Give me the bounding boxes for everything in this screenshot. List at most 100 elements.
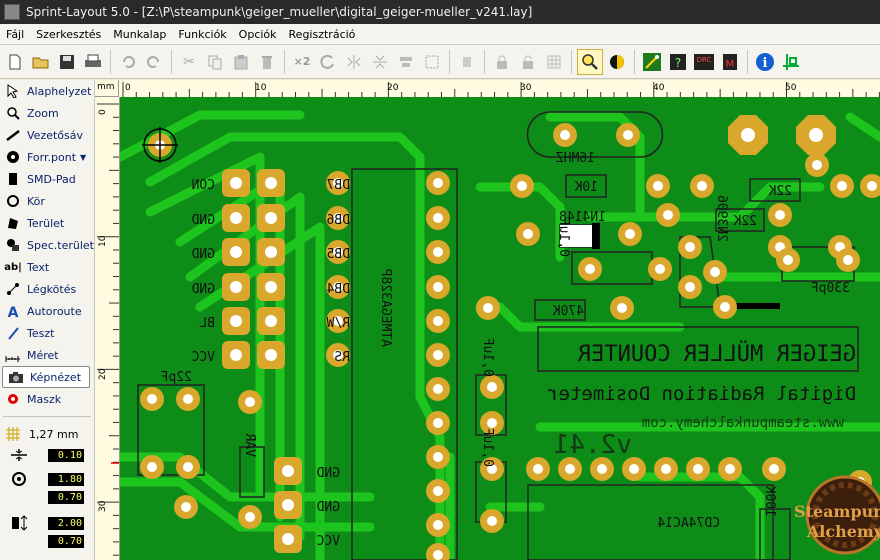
help-button[interactable]: ? <box>666 50 690 74</box>
ruler-unit: mm <box>95 80 119 97</box>
smd-height-field[interactable]: 0.70 <box>48 534 84 548</box>
toolbar-separator <box>449 49 450 74</box>
tool-pad[interactable]: Forr.pont ▼ <box>0 146 94 168</box>
menu-sheet[interactable]: Munkalap <box>113 27 167 41</box>
label-gnd-lower: GND <box>316 500 340 515</box>
pad-outer-field[interactable]: 1.80 <box>48 472 84 486</box>
steampunk-alchemy-logo: Steampunk Alchemy <box>794 475 880 555</box>
zone-icon <box>8 218 18 229</box>
unlock-button[interactable] <box>516 50 540 74</box>
delete-button[interactable] <box>255 50 279 74</box>
grid-toggle-button[interactable] <box>542 50 566 74</box>
macro-button[interactable]: M <box>718 50 742 74</box>
align-button[interactable] <box>394 50 418 74</box>
tool-mask[interactable]: Maszk <box>0 388 94 410</box>
cut-button[interactable]: ✂ <box>177 50 201 74</box>
menu-registration[interactable]: Regisztráció <box>288 27 356 41</box>
track-width-field[interactable]: 0.10 <box>48 448 84 462</box>
info-button[interactable]: i <box>753 50 777 74</box>
new-file-button[interactable] <box>3 50 27 74</box>
layer-view-icon <box>610 54 624 69</box>
smd-width-field[interactable]: 2.00 <box>48 516 84 530</box>
solder-pads <box>140 115 880 560</box>
redo-button[interactable] <box>142 50 166 74</box>
layer-view-button[interactable] <box>605 50 629 74</box>
board-version: v2.41 <box>554 430 632 460</box>
save-button[interactable] <box>55 50 79 74</box>
pcb-canvas[interactable]: CON GND GND GND BL VCC DB7 DB6 DB5 DB4 R… <box>120 97 880 560</box>
tool-autoroute[interactable]: A Autoroute <box>0 300 94 322</box>
scissors-icon: ✂ <box>183 53 195 70</box>
diode-band <box>592 223 600 249</box>
tool-measure-label: Méret <box>27 348 59 362</box>
grid-setting[interactable]: 1,27 mm <box>0 423 94 445</box>
group-button[interactable] <box>420 50 444 74</box>
menu-file[interactable]: Fájl <box>6 27 25 41</box>
drc-button[interactable]: DRC <box>692 50 716 74</box>
origin-button[interactable] <box>779 50 803 74</box>
printer-icon <box>85 54 101 67</box>
menu-functions[interactable]: Funkciók <box>178 27 227 41</box>
menu-options[interactable]: Opciók <box>238 27 277 41</box>
test-icon <box>8 327 19 340</box>
tool-test[interactable]: Teszt <box>0 322 94 344</box>
tool-circle[interactable]: Kör <box>0 190 94 212</box>
mirror-vertical-icon <box>373 55 387 68</box>
tool-photo-view[interactable]: Képnézet <box>2 366 90 388</box>
tool-measure[interactable]: Méret <box>0 344 94 366</box>
label-db7: DB7 <box>327 178 350 193</box>
tool-text[interactable]: ab| Text <box>0 256 94 278</box>
zoom-button[interactable] <box>577 48 603 75</box>
cursor-arrow-icon <box>7 84 19 98</box>
label-vcc-lower: VCC <box>317 534 340 549</box>
ruler-label: 30 <box>520 83 532 93</box>
label-crystal: 16MHZ <box>556 151 595 166</box>
print-button[interactable] <box>81 50 105 74</box>
tool-special-zone[interactable]: Spec.terület <box>0 234 94 256</box>
ruler-label: 20 <box>387 83 399 93</box>
chevron-down-icon[interactable]: ▼ <box>80 152 87 162</box>
duplicate-button[interactable]: ×2 <box>290 50 314 74</box>
pad-size-icon <box>12 472 26 486</box>
tool-smd[interactable]: SMD-Pad <box>0 168 94 190</box>
label-rs: RS <box>334 350 350 365</box>
label-db4: DB4 <box>326 282 350 297</box>
svg-text:i: i <box>763 56 768 71</box>
tool-airwire-label: Légkötés <box>27 282 77 296</box>
component-wizard-button[interactable] <box>640 50 664 74</box>
rotate-button[interactable] <box>316 50 340 74</box>
label-cap-330pf: 330pF <box>811 281 850 296</box>
copy-button[interactable] <box>203 50 227 74</box>
lock-button[interactable] <box>490 50 514 74</box>
app-icon <box>4 4 20 20</box>
grid-icon <box>547 55 561 68</box>
component-button[interactable] <box>455 50 479 74</box>
undo-button[interactable] <box>116 50 140 74</box>
smd-height-row: 0.70 <box>0 533 94 549</box>
tool-zoom[interactable]: Zoom <box>0 102 94 124</box>
paste-button[interactable] <box>229 50 253 74</box>
solder-pad-icon <box>7 151 19 163</box>
board-title: GEIGER MÜLLER COUNTER <box>577 341 856 367</box>
pcb-board[interactable]: CON GND GND GND BL VCC DB7 DB6 DB5 DB4 R… <box>120 97 880 560</box>
tool-track[interactable]: Vezetősáv <box>0 124 94 146</box>
board-subtitle: Digital Radiation Dosimeter <box>547 383 856 405</box>
pad-inner-field[interactable]: 0.70 <box>48 490 84 504</box>
smd-pad-icon <box>9 173 17 185</box>
tool-circle-label: Kör <box>27 194 45 208</box>
toolbar-separator <box>634 49 635 74</box>
tool-select[interactable]: Alaphelyzet <box>0 80 94 102</box>
tool-airwire[interactable]: Légkötés <box>0 278 94 300</box>
save-icon <box>60 54 74 69</box>
open-file-button[interactable] <box>29 50 53 74</box>
tool-pad-label: Forr.pont <box>27 150 77 164</box>
menu-edit[interactable]: Szerkesztés <box>36 27 102 41</box>
tool-zone[interactable]: Terület <box>0 212 94 234</box>
mirror-h-button[interactable] <box>342 50 366 74</box>
paste-icon <box>234 54 248 69</box>
mirror-v-button[interactable] <box>368 50 392 74</box>
mask-icon <box>8 394 18 404</box>
circle-icon <box>7 195 19 207</box>
autoroute-icon: A <box>8 305 19 318</box>
label-db5: DB5 <box>327 247 350 262</box>
